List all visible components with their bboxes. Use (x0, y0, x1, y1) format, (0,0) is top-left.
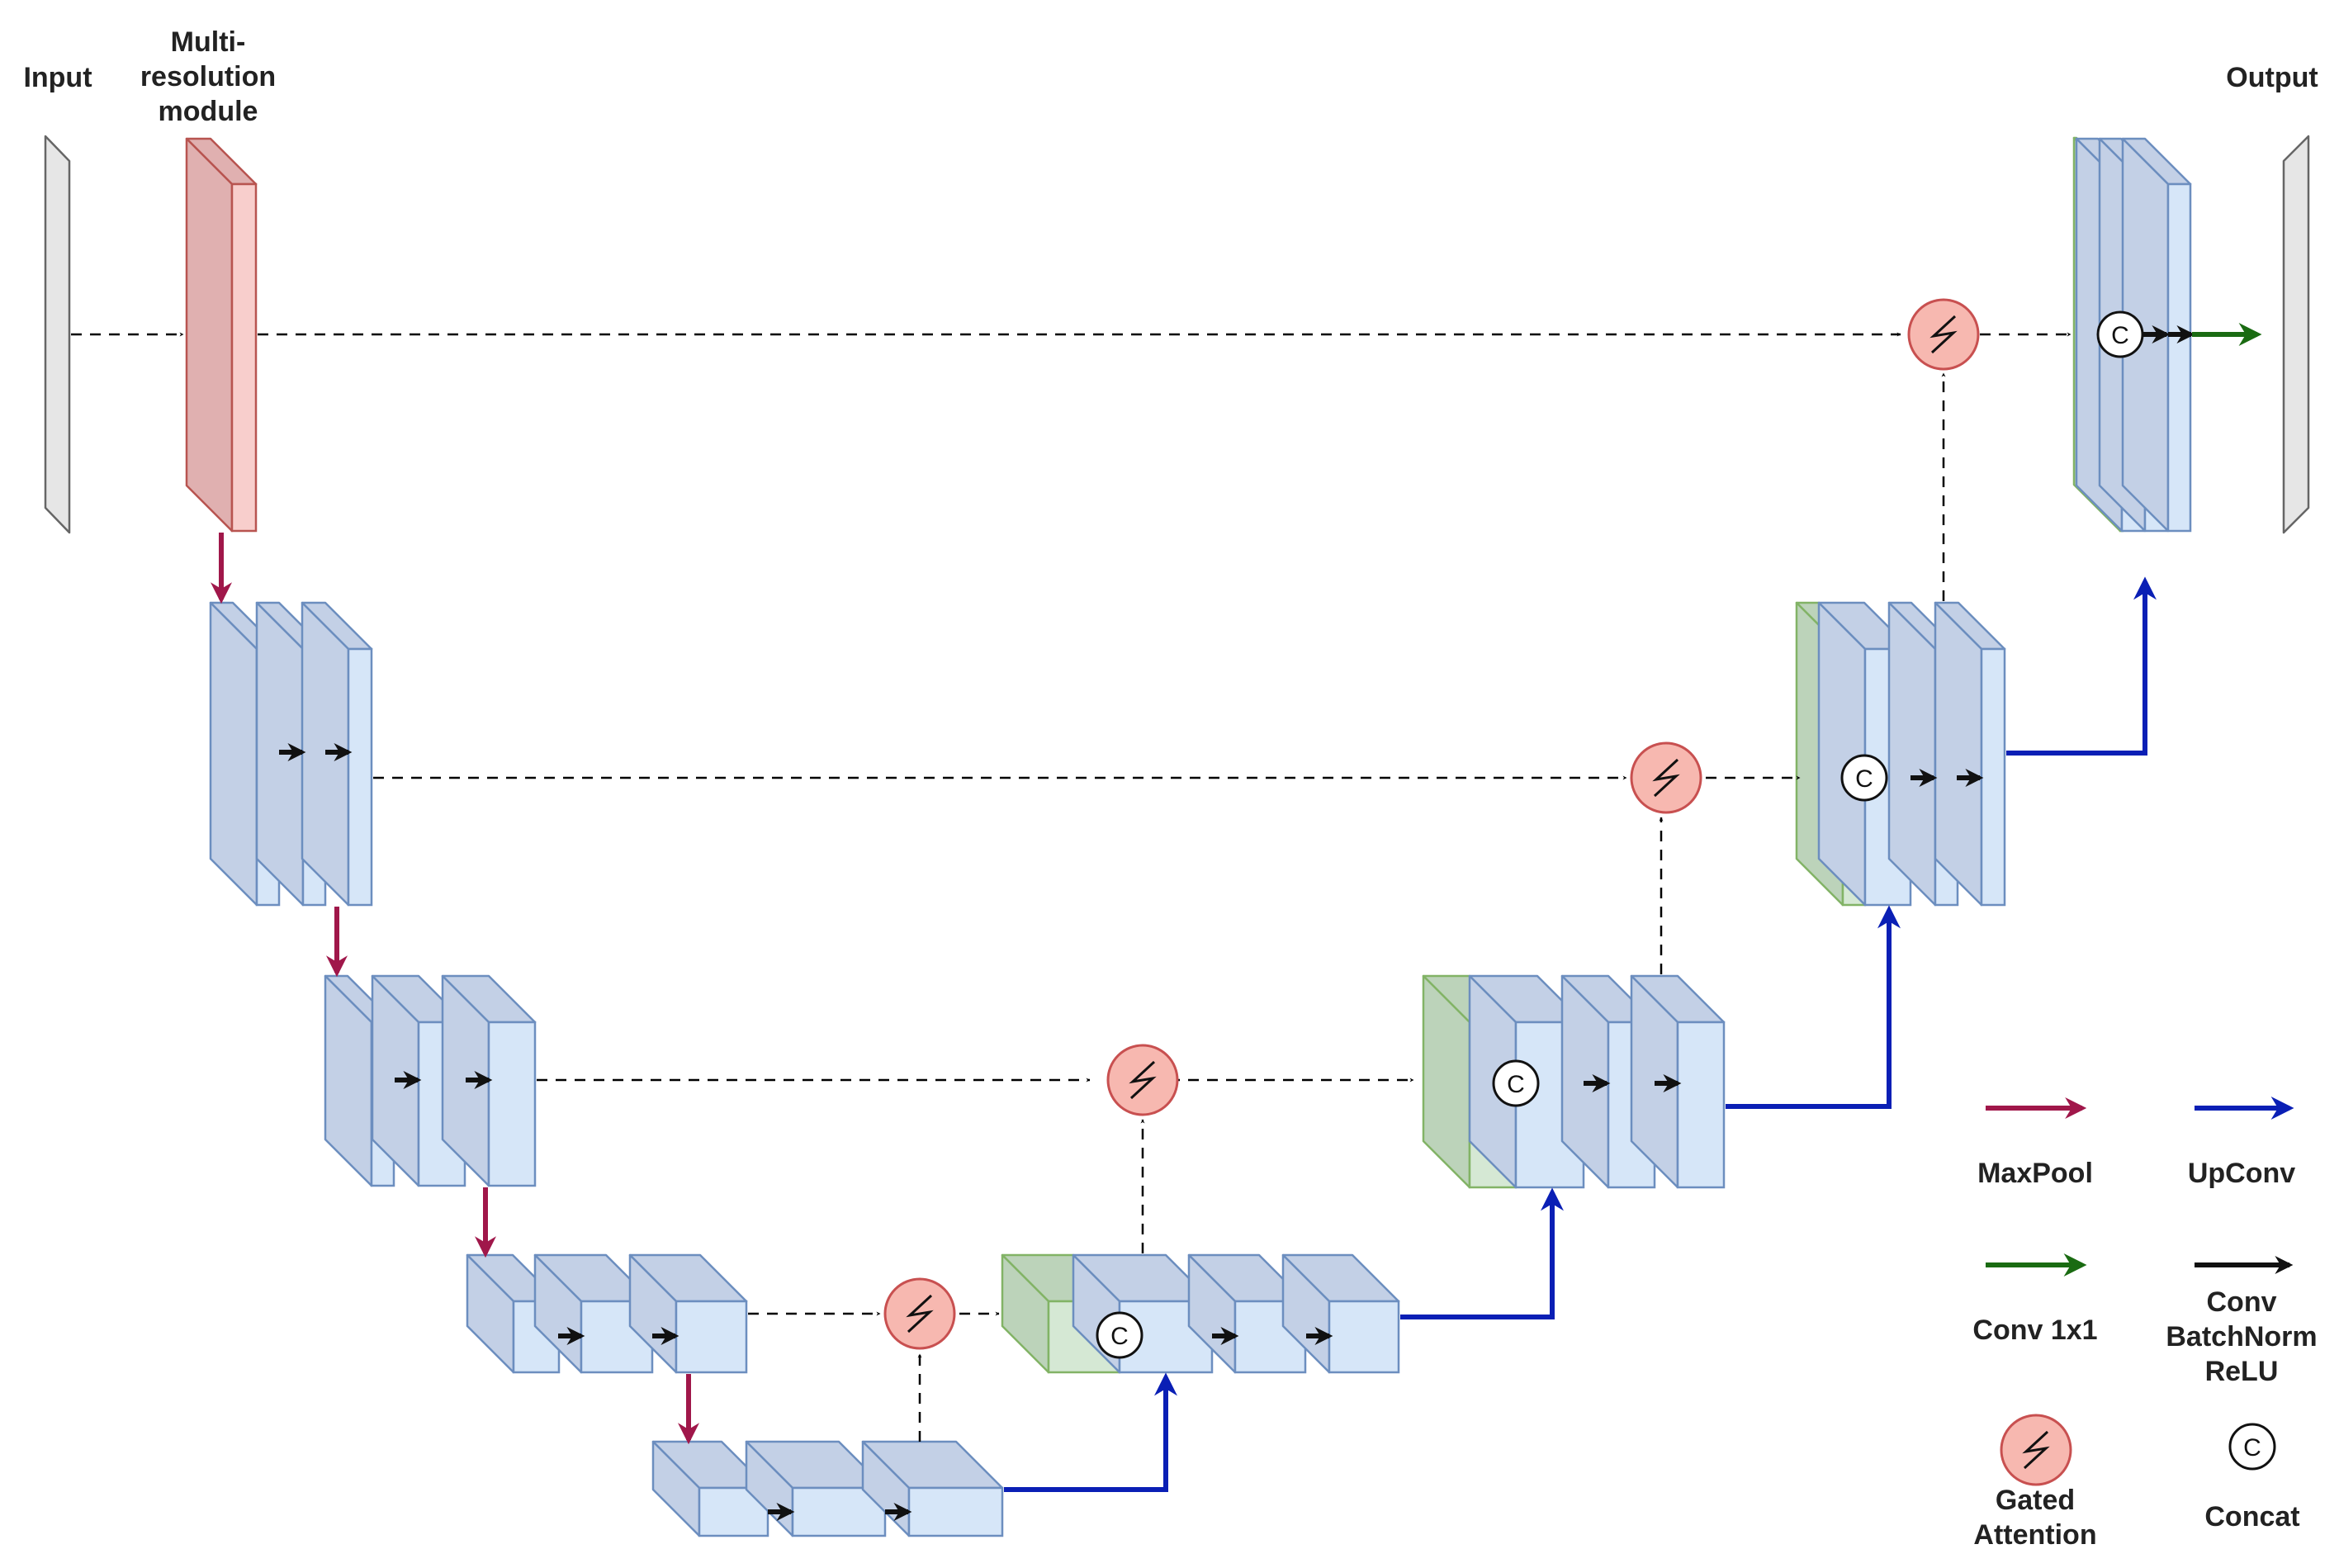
output-label: Output (2226, 62, 2318, 93)
upconv-arrow-2 (1400, 1187, 1564, 1319)
concat-dec3: C (1096, 1311, 1143, 1359)
legend-conv-label-line2: BatchNorm (2166, 1321, 2317, 1352)
gate-l1 (1630, 741, 1702, 814)
legend-conv1x1-label: Conv 1x1 (1972, 1315, 2097, 1346)
enc3-block-b (533, 1253, 654, 1374)
output-plane (2282, 135, 2310, 534)
gate-l0 (1907, 298, 1980, 371)
input-label: Input (23, 62, 92, 93)
upconv-arrow-1 (1004, 1372, 1177, 1492)
input-plane (44, 135, 71, 534)
dec3-block-c (1281, 1253, 1400, 1374)
gate-l2 (1106, 1044, 1179, 1116)
svg-text:C: C (2111, 322, 2129, 349)
legend-maxpool-label: MaxPool (1977, 1158, 2093, 1189)
legend-conv-label-line1: Conv (2207, 1286, 2277, 1318)
legend-concat-icon: C (2228, 1423, 2276, 1471)
legend-gate-icon (2000, 1414, 2072, 1486)
legend-upconv-label: UpConv (2188, 1158, 2295, 1189)
concat-out: C (2096, 310, 2144, 358)
upconv-arrow-3 (1726, 905, 1901, 1109)
concat-dec2: C (1492, 1059, 1540, 1107)
legend-gated-label-line2: Attention (1973, 1519, 2096, 1551)
multires-label-line1: Multi- (171, 26, 246, 58)
svg-text:C: C (1507, 1071, 1525, 1098)
multires-label-line3: module (159, 96, 258, 127)
multires-module (185, 137, 258, 533)
gate-l3 (883, 1277, 956, 1350)
legend-conv-label-line3: ReLU (2205, 1356, 2279, 1387)
legend-concat-label: Concat (2204, 1501, 2299, 1532)
legend: MaxPool UpConv Conv 1x1 Conv BatchNorm R… (1972, 1097, 2318, 1551)
enc3-block-c (628, 1253, 748, 1374)
dec1-block-c (1934, 601, 2006, 907)
concat-dec1: C (1840, 754, 1888, 802)
svg-text:C: C (1855, 765, 1873, 793)
enc1-block-c (301, 601, 373, 907)
legend-gated-label-line1: Gated (1996, 1485, 2075, 1516)
upconv-arrow-4 (2006, 576, 2157, 756)
svg-text:C: C (2243, 1434, 2261, 1461)
multires-label-line2: resolution (140, 61, 276, 92)
bottleneck-block-c (861, 1440, 1004, 1537)
svg-text:C: C (1110, 1323, 1129, 1350)
bottleneck-block-a (651, 1440, 769, 1537)
